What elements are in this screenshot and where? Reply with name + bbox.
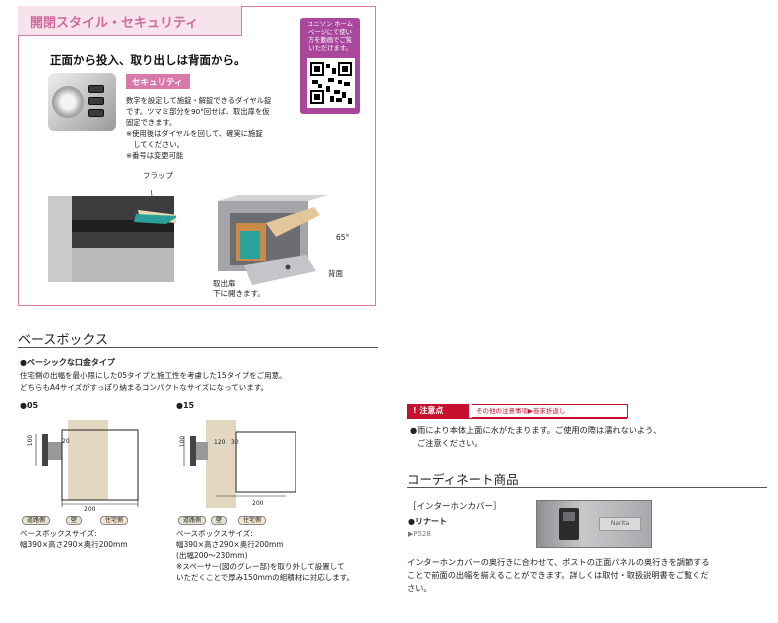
angle-label: 65° — [336, 233, 350, 242]
type-05-spec: 幅390×高さ290×奥行200mm — [20, 540, 128, 549]
tagline: 正面から投入、取り出しは背面から。 — [50, 53, 246, 67]
intercom-cover-title: ［インターホンカバー］ — [408, 502, 502, 512]
camera-icon — [563, 512, 575, 521]
base-box-subtitle: ●ベーシックな口金タイプ — [20, 358, 115, 367]
caution-divider — [407, 418, 627, 419]
security-note: です。ツマミ部分を90°回せば、取出扉を仮 — [126, 107, 270, 116]
security-note: 数字を設定して施錠・解錠できるダイヤル錠 — [126, 96, 272, 105]
type-15-height-dim: 100 — [179, 435, 187, 448]
type-05-height-dim: 100 — [27, 434, 35, 447]
road-side-tag: 道路側 — [22, 516, 51, 525]
road-side-tag: 道路側 — [178, 516, 207, 525]
intercom-cover-photo: Narita — [536, 500, 652, 548]
security-badge: セキュリティ — [126, 74, 190, 89]
house-side-tag: 住宅側 — [238, 516, 267, 525]
type-15-inner-dim: 120 — [214, 439, 226, 446]
security-note: ※使用後はダイヤルを回して、確実に施錠 — [126, 129, 263, 138]
mailbox-back-illustration — [218, 195, 328, 285]
caution-badge: ! 注意点 — [407, 404, 469, 418]
type-15-label: ●15 — [176, 401, 195, 410]
base-box-heading: ベースボックス — [18, 333, 108, 348]
dial-lock-photo — [48, 73, 116, 131]
caution-text: ご注意ください。 — [417, 438, 483, 448]
type-05-width-dim: 200 — [84, 506, 96, 513]
type-15-spec: いただくことで厚み150mmの組積材に対応します。 — [176, 573, 354, 582]
type-15-spec: ※スペーサー(図のグレー部)を取り外して設置して — [176, 562, 345, 571]
caution-more-link[interactable]: その他の注意事項▶巻末折返し — [472, 404, 628, 418]
coordinate-heading: コーディネート商品 — [407, 472, 519, 487]
takeout-door-label-line: 取出扉 — [213, 279, 236, 288]
dial-wheel — [88, 109, 104, 117]
type-05-diagram — [35, 420, 139, 507]
type-15-spec: 幅390×高さ290×奥行200mm — [176, 540, 284, 549]
security-note: してください。 — [126, 140, 184, 149]
qr-code-icon[interactable] — [307, 58, 355, 108]
caution-text: ●雨により本体上面に水がたまります。ご使用の際は濡れないよう、 — [410, 425, 662, 435]
qr-caption: ユニソン ホーム ページにて使い 方を動画でご覧 いただけます。 — [304, 21, 356, 53]
takeout-door-label-line: 下に開きます。 — [213, 289, 265, 298]
dial-wheel — [88, 85, 104, 93]
qr-caption-line: 方を動画でご覧 — [307, 37, 353, 44]
intercom-description: インターホンカバーの奥行きに合わせて、ポストの正面パネルの奥行きを調節する — [407, 557, 710, 567]
qr-caption-line: いただけます。 — [308, 45, 352, 52]
security-note: 固定できます。 — [126, 118, 177, 127]
house-side-tag: 住宅側 — [100, 516, 129, 525]
qr-caption-line: ユニソン ホーム — [307, 21, 353, 28]
back-label: 背面 — [328, 269, 343, 278]
panel-title-tab — [18, 6, 242, 36]
type-15-spec: ベースボックスサイズ: — [176, 529, 253, 538]
base-box-description: どちらもA4サイズがすっぽり納まるコンパクトなサイズになっています。 — [20, 383, 269, 392]
type-15-spec: (出幅200～230mm) — [176, 551, 248, 560]
panel-title: 開閉スタイル・セキュリティ — [30, 16, 199, 31]
type-15-width-dim: 200 — [252, 500, 264, 507]
page-reference-link[interactable]: ▶P528 — [408, 530, 431, 538]
dial-wheel — [88, 97, 104, 105]
wall-tag: 壁 — [66, 516, 83, 525]
divider — [18, 347, 378, 348]
intercom-description: さい。 — [407, 583, 432, 593]
type-05-label: ●05 — [20, 401, 39, 410]
mailbox-front-illustration — [48, 190, 176, 282]
intercom-cover-name: ●リナート — [408, 517, 447, 526]
type-05-spec: ベースボックスサイズ: — [20, 529, 97, 538]
type-15-side-dim: 30 — [231, 439, 239, 446]
qr-code-graphic — [310, 62, 352, 104]
dial-knob — [52, 86, 84, 118]
base-box-description: 住宅側の出幅を最小限にした05タイプと施工性を考慮した15タイプをご用意。 — [20, 371, 287, 380]
security-note: ※番号は変更可能 — [126, 151, 184, 160]
intercom-description: ことで前面の出幅を揃えることができます。詳しくは取付・取扱説明書をご覧くだ — [407, 570, 709, 580]
qr-caption-line: ページにて使い — [308, 29, 352, 36]
type-15-diagram — [183, 420, 296, 508]
divider — [407, 487, 767, 488]
wall-tag: 壁 — [211, 516, 228, 525]
flap-label: フラップ — [143, 171, 173, 180]
nameplate: Narita — [599, 517, 641, 531]
takeout-door-label: 取出扉 下に開きます。 — [213, 279, 265, 299]
type-05-inner-dim: 20 — [62, 438, 70, 445]
